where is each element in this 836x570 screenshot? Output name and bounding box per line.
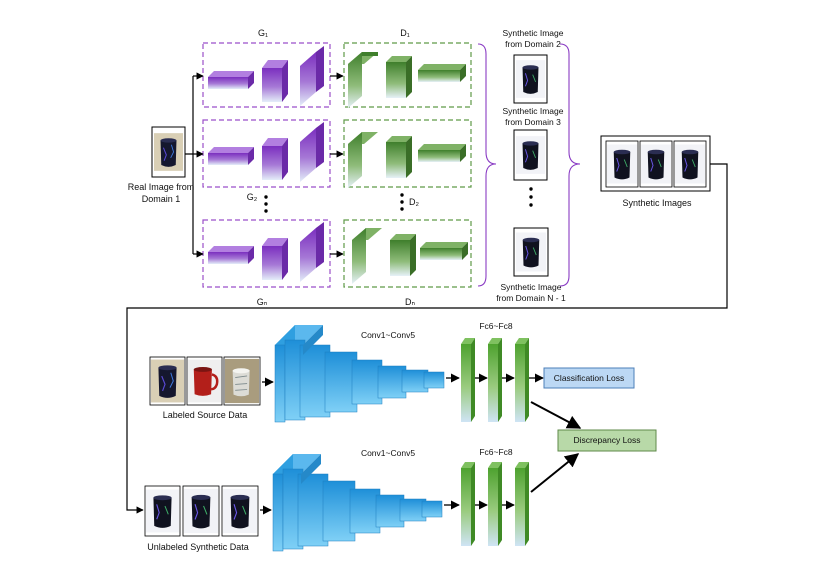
discriminator-layers-1 (348, 52, 466, 108)
conv-stack-top (274, 325, 445, 423)
synthetic-images-group (600, 135, 711, 192)
synthetic-images-label: Synthetic Images (622, 198, 692, 208)
discriminator-label-d2: D₂ (409, 197, 419, 207)
unlabeled-synthetic-images (144, 485, 259, 537)
discriminator-layers-n (352, 228, 468, 284)
dots-icon (264, 187, 533, 213)
real-image-branch-line (185, 76, 194, 254)
generator-label-g1: G₁ (258, 28, 268, 38)
discrepancy-loss-box (557, 429, 657, 452)
generator-layers-2 (208, 122, 324, 182)
discriminator-box-n (343, 219, 472, 288)
synthetic-domain3-line2: from Domain 3 (505, 117, 561, 127)
labeled-source-label: Labeled Source Data (163, 410, 248, 420)
real-image-photo (151, 126, 186, 178)
synthetic-domainN-line2: from Domain N - 1 (496, 293, 566, 303)
classification-loss-box (543, 367, 635, 389)
synthetic-domain3-line1: Synthetic Image (503, 106, 564, 116)
synthetic-domain2-line2: from Domain 2 (505, 39, 561, 49)
synthetic-to-target-connector (126, 163, 728, 514)
generator-label-gn: Gₙ (257, 297, 268, 307)
fc-layers-top (461, 338, 529, 422)
discriminator-layers-2 (348, 132, 466, 188)
generator-layers-n (208, 222, 324, 282)
discriminator-label-dn: Dₙ (405, 297, 415, 307)
synthetic-domain2-line1: Synthetic Image (503, 28, 564, 38)
unlabeled-synthetic-label: Unlabeled Synthetic Data (147, 542, 249, 552)
fc-layers-bottom (461, 462, 529, 546)
synthetic-domainN-photo (513, 227, 549, 277)
labeled-source-images (149, 356, 261, 406)
fc-label-bottom: Fc6~Fc8 (479, 447, 513, 457)
discriminator-label-d1: D₁ (400, 28, 410, 38)
discriminator-box-2 (343, 119, 472, 188)
conv-stack-bottom (272, 454, 443, 552)
generator-label-g2: G₂ (247, 192, 258, 202)
brace-left (477, 43, 497, 287)
arrow-bottom-to-discrepancy (530, 453, 580, 493)
generator-layers-1 (208, 46, 324, 106)
discrepancy-loss-label: Discrepancy Loss (573, 435, 640, 445)
real-image-label-line2: Domain 1 (142, 194, 181, 204)
conv-label-bottom: Conv1~Conv5 (361, 448, 415, 458)
synthetic-domain3-photo (513, 129, 548, 181)
arrow-top-to-discrepancy (530, 401, 582, 429)
synthetic-domain2-photo (513, 54, 548, 104)
conv-label-top: Conv1~Conv5 (361, 330, 415, 340)
synthetic-domainN-line1: Synthetic Image (501, 282, 562, 292)
real-image-label-line1: Real Image from (128, 182, 195, 192)
fc-label-top: Fc6~Fc8 (479, 321, 513, 331)
brace-right (559, 43, 581, 287)
classification-loss-label: Classification Loss (554, 373, 624, 383)
